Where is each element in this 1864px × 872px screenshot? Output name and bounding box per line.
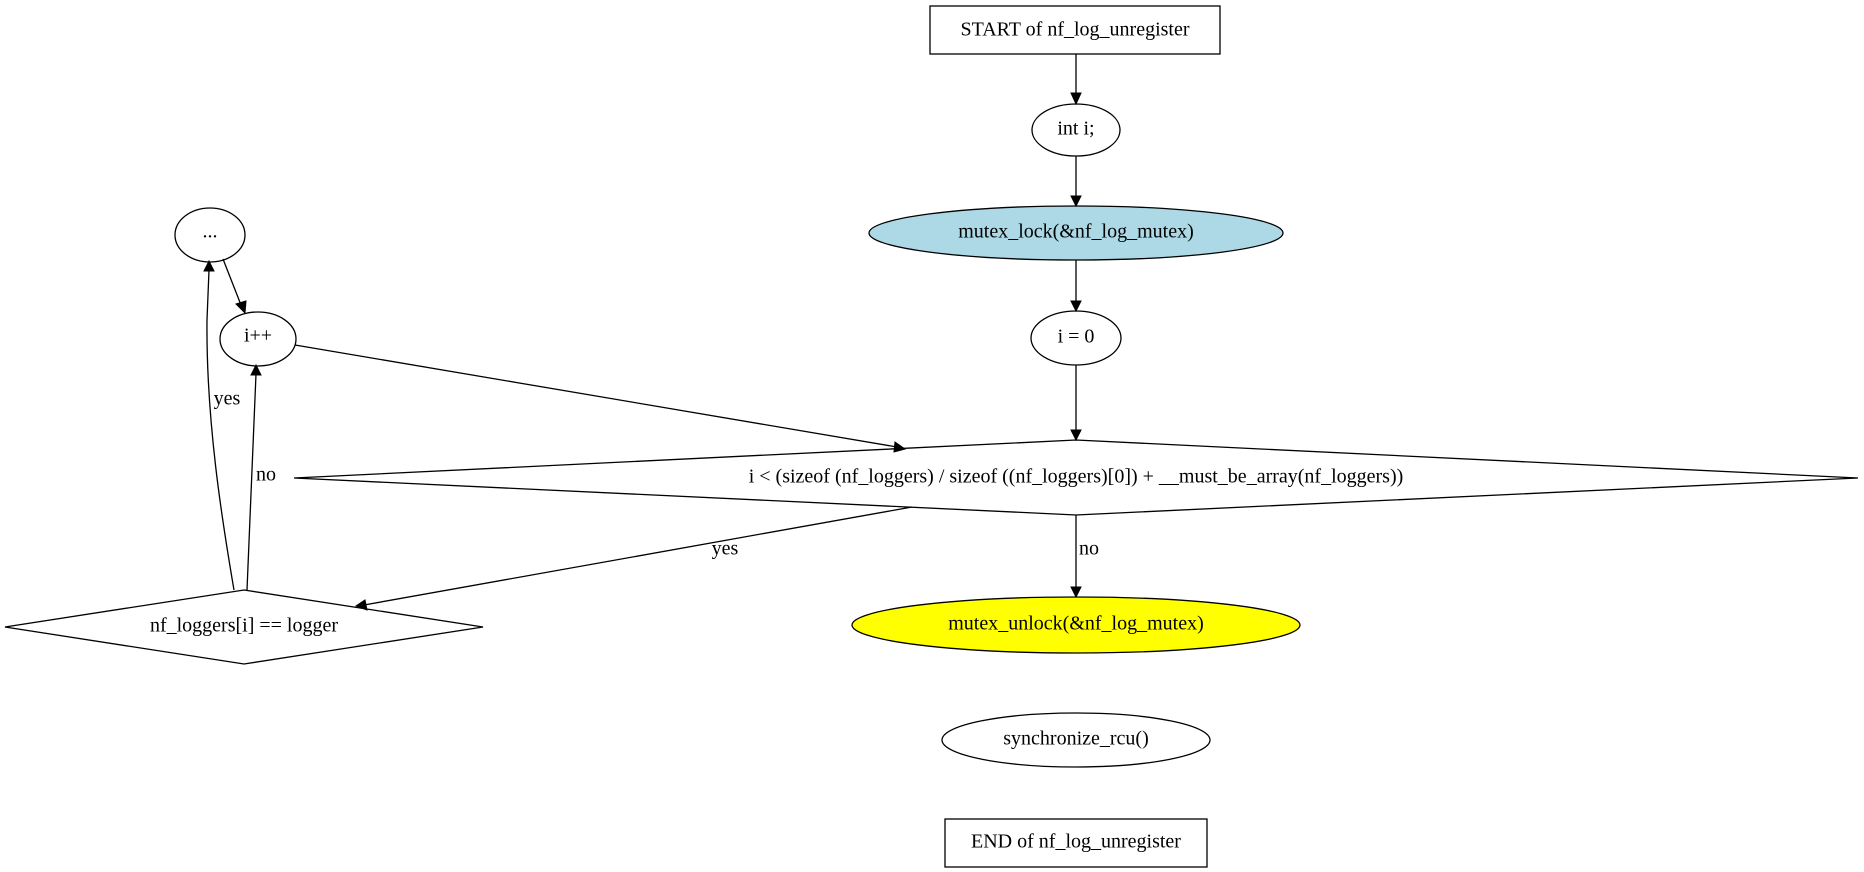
- node-ellipsis-label: ...: [203, 221, 218, 243]
- arrowhead: [1070, 92, 1082, 106]
- node-lock-label: mutex_lock(&nf_log_mutex): [958, 221, 1194, 243]
- arrowhead: [1070, 586, 1082, 599]
- arrowhead: [1070, 195, 1082, 208]
- arrowhead: [1070, 429, 1082, 442]
- node-decl-label: int i;: [1057, 118, 1094, 140]
- node-unlock: mutex_unlock(&nf_log_mutex): [851, 596, 1301, 654]
- arrowhead: [250, 363, 262, 376]
- node-lock: mutex_lock(&nf_log_mutex): [868, 205, 1284, 261]
- node-unlock-label: mutex_unlock(&nf_log_mutex): [948, 613, 1204, 635]
- node-incr: i++: [219, 311, 297, 367]
- node-sync-ellipse: [941, 712, 1211, 768]
- node-check: nf_loggers[i] == logger: [4, 589, 484, 665]
- arrowhead: [1070, 300, 1082, 313]
- node-end: END of nf_log_unregister: [944, 818, 1208, 868]
- node-cond: i < (sizeof (nf_loggers) / sizeof ((nf_l…: [293, 439, 1859, 516]
- edge-check-ellipsis: [203, 259, 235, 591]
- node-sync: synchronize_rcu(): [941, 712, 1211, 768]
- arrowhead: [235, 300, 247, 315]
- node-start-box: [929, 5, 1221, 55]
- edge-ellipsis-incr: [222, 258, 247, 315]
- edge-init-cond: [1070, 365, 1082, 442]
- edge-label-cond-yes: yes: [712, 538, 739, 560]
- edge-label-cond-no: no: [1079, 538, 1099, 560]
- arrowhead: [203, 259, 215, 272]
- node-end-label: END of nf_log_unregister: [971, 831, 1181, 853]
- node-decl: int i;: [1031, 103, 1121, 157]
- edge-incr-cond: [294, 344, 907, 453]
- node-init: i = 0: [1030, 310, 1122, 366]
- node-incr-ellipse: [219, 311, 297, 367]
- arrowhead: [893, 441, 907, 453]
- edge-label-check-yes: yes: [214, 388, 241, 410]
- node-end-box: [944, 818, 1208, 868]
- edge-check-incr: [246, 363, 262, 591]
- node-incr-label: i++: [244, 325, 272, 347]
- node-start: START of nf_log_unregister: [929, 5, 1221, 55]
- node-init-label: i = 0: [1058, 326, 1095, 348]
- edge-cond-unlock: [1070, 515, 1082, 599]
- node-ellipsis: ...: [174, 207, 246, 263]
- node-sync-label: synchronize_rcu(): [1003, 728, 1149, 750]
- node-cond-label: i < (sizeof (nf_loggers) / sizeof ((nf_l…: [749, 466, 1404, 488]
- edge-lock-init: [1070, 260, 1082, 313]
- node-start-label: START of nf_log_unregister: [960, 19, 1189, 41]
- edge-start-decl: [1070, 54, 1082, 106]
- edge-decl-lock: [1070, 156, 1082, 208]
- arrowhead: [354, 599, 368, 611]
- edge-cond-check: [354, 506, 913, 611]
- edge-label-check-no: no: [256, 464, 276, 486]
- node-check-label: nf_loggers[i] == logger: [150, 615, 338, 637]
